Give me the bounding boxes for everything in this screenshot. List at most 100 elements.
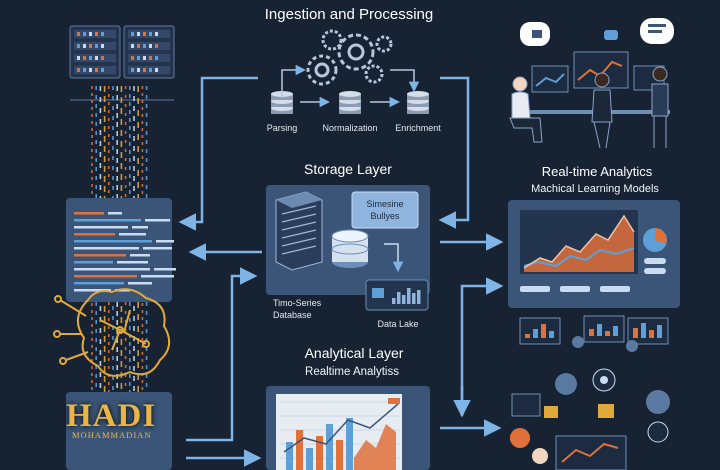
code-line [141, 275, 174, 278]
normalization-db-icon [339, 91, 361, 114]
rack-led [131, 68, 134, 72]
code-line [74, 233, 115, 236]
rack-led [101, 32, 104, 36]
bottom-right-icon-cluster [510, 368, 670, 470]
storage-title: Storage Layer [304, 161, 392, 177]
monitor-bar [597, 324, 602, 336]
tower-slot [281, 229, 317, 239]
buffer-code-lines [74, 212, 176, 292]
rack-led [149, 68, 152, 72]
flow-arrow-processing-to-ingest [178, 76, 258, 231]
realtime-subtitle: Machical Learning Models [531, 183, 659, 195]
analytical-bar [306, 448, 313, 470]
rack-led [89, 68, 92, 72]
code-line [117, 261, 148, 264]
rack-led [149, 44, 152, 48]
callout-line-1: Simesine [366, 199, 403, 209]
code-line [154, 268, 176, 271]
database-cylinder-icon [331, 229, 369, 268]
monitor-bar [613, 326, 618, 336]
rack-led [137, 56, 140, 60]
rack-led [137, 44, 140, 48]
analytical-bar [336, 440, 343, 470]
enrichment-db-icon [407, 91, 429, 114]
rack-led [143, 56, 146, 60]
monitor-bar [641, 323, 646, 338]
control-slider [560, 286, 590, 292]
tower-slot [281, 245, 317, 255]
flow-arrow-left-to-storage [186, 267, 258, 442]
monitor-bar [657, 325, 662, 338]
code-line [156, 240, 174, 243]
control-toggle [644, 258, 666, 264]
data-lake-bars [372, 288, 421, 304]
lake-block [372, 288, 384, 298]
flow-arrow-gear-right [390, 69, 420, 93]
rack-led [149, 56, 152, 60]
code-line [108, 212, 122, 215]
monitor-bar [605, 331, 610, 336]
analytical-title: Analytical Layer [305, 345, 404, 361]
rack-led [101, 68, 104, 72]
analytical-subtitle: Realtime Analytiss [305, 366, 399, 378]
code-line [119, 233, 146, 236]
rack-led [89, 56, 92, 60]
rack-led [83, 56, 86, 60]
lower-buffer-panel [66, 392, 172, 470]
rack-led [77, 32, 80, 36]
monitor-bar [649, 330, 654, 338]
rack-led [83, 68, 86, 72]
brand-logo-subtext: MOHAMMADIAN [72, 430, 152, 440]
monitor-bar [541, 324, 546, 338]
rack-led [101, 44, 104, 48]
rack-led [95, 44, 98, 48]
gears-icon [306, 29, 393, 86]
analytical-chart [280, 398, 400, 470]
rack-led [143, 32, 146, 36]
rack-led [131, 32, 134, 36]
analytical-area [354, 424, 396, 470]
code-line [115, 289, 130, 292]
control-toggle [644, 268, 666, 274]
realtime-line-blue [523, 247, 635, 268]
flow-arrow-gear-left [281, 64, 307, 98]
code-line [128, 282, 152, 285]
monitor-bar [633, 328, 638, 338]
code-line [74, 240, 152, 243]
lake-bar [392, 298, 396, 304]
analytical-bar [286, 442, 293, 470]
analytical-bar [296, 430, 303, 470]
realtime-line-orange [523, 214, 635, 269]
code-line [74, 261, 113, 264]
brain-circuit-icon [53, 288, 171, 377]
rack-led [143, 68, 146, 72]
rack-led [83, 32, 86, 36]
code-line [74, 268, 150, 271]
speech-bubble-icon [520, 18, 674, 46]
realtime-controls [520, 258, 666, 292]
monitor-icons [519, 315, 669, 352]
rack-led [155, 32, 158, 36]
code-line [74, 254, 126, 257]
time-series-label-2: Database [273, 310, 312, 320]
ingestion-title: Ingestion and Processing [265, 6, 433, 23]
callout-line-2: Bullyes [370, 211, 400, 221]
monitor-bar [549, 331, 554, 338]
data-lake-label: Data Lake [377, 319, 418, 329]
tower-slot [281, 237, 317, 247]
realtime-title: Real-time Analytics [542, 164, 653, 179]
rack-led [89, 44, 92, 48]
rack-led [83, 44, 86, 48]
server-tower-icon [275, 191, 323, 271]
rack-led [155, 56, 158, 60]
code-line [74, 212, 104, 215]
analytical-legend [388, 398, 400, 404]
rack-led [95, 68, 98, 72]
lake-bar [407, 288, 411, 304]
lake-bar [412, 293, 416, 304]
callout-bubble [351, 191, 419, 229]
lake-bar [397, 292, 401, 304]
tower-slot [281, 221, 317, 231]
code-line [132, 226, 148, 229]
